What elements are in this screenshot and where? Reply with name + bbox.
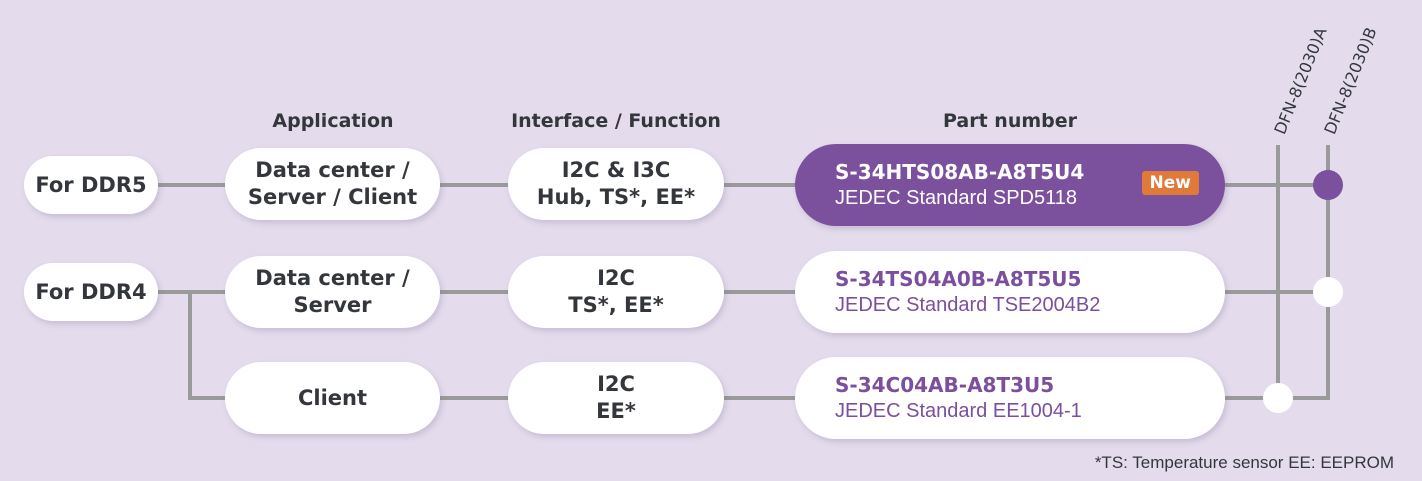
application-pill: Client bbox=[225, 362, 440, 434]
category-ddr5: For DDR5 bbox=[24, 156, 158, 214]
interface-pill: I2C & I3C Hub, TS*, EE* bbox=[508, 148, 724, 220]
category-label: For DDR5 bbox=[35, 172, 147, 197]
part-standard: JEDEC Standard SPD5118 bbox=[835, 186, 1077, 209]
interface-pill: I2C EE* bbox=[508, 362, 724, 434]
header-part-number: Part number bbox=[942, 110, 1077, 132]
package-dot-b-ddr5 bbox=[1313, 170, 1343, 200]
header-interface: Interface / Function bbox=[511, 110, 721, 132]
interface-line: Hub, TS*, EE* bbox=[536, 185, 696, 209]
interface-line: I2C bbox=[597, 372, 635, 396]
part-number: S-34TS04A0B-A8T5U5 bbox=[835, 266, 1082, 291]
application-line: Data center / bbox=[255, 266, 410, 290]
line-pkg-b bbox=[1225, 145, 1330, 400]
application-line: Server bbox=[293, 293, 372, 317]
application-pill: Data center / Server / Client bbox=[225, 148, 440, 220]
part-pill[interactable]: S-34TS04A0B-A8T5U5 JEDEC Standard TSE200… bbox=[795, 251, 1225, 333]
application-line: Server / Client bbox=[247, 185, 418, 209]
interface-line: TS*, EE* bbox=[568, 293, 664, 317]
line-ddr4-client bbox=[188, 292, 226, 400]
interface-line: I2C bbox=[597, 266, 635, 290]
application-pill: Data center / Server bbox=[225, 256, 440, 328]
application-line: Data center / bbox=[255, 158, 410, 182]
package-dot-b-ddr4 bbox=[1313, 277, 1343, 307]
footnote: *TS: Temperature sensor EE: EEPROM bbox=[1094, 453, 1394, 472]
part-number: S-34HTS08AB-A8T5U4 bbox=[835, 159, 1085, 184]
interface-pill: I2C TS*, EE* bbox=[508, 256, 724, 328]
part-number: S-34C04AB-A8T3U5 bbox=[835, 372, 1055, 397]
category-ddr4: For DDR4 bbox=[24, 263, 158, 321]
new-badge: New bbox=[1141, 171, 1199, 195]
part-pill[interactable]: S-34C04AB-A8T3U5 JEDEC Standard EE1004-1 bbox=[795, 357, 1225, 439]
application-line: Client bbox=[297, 385, 368, 410]
header-application: Application bbox=[272, 110, 394, 132]
part-pill-highlighted[interactable]: S-34HTS08AB-A8T5U4 JEDEC Standard SPD511… bbox=[795, 144, 1225, 226]
part-standard: JEDEC Standard EE1004-1 bbox=[835, 399, 1082, 422]
interface-line: I2C & I3C bbox=[561, 158, 671, 182]
category-label: For DDR4 bbox=[35, 279, 147, 304]
part-standard: JEDEC Standard TSE2004B2 bbox=[835, 293, 1101, 316]
package-dot-a-client bbox=[1263, 383, 1293, 413]
interface-line: EE* bbox=[596, 399, 636, 423]
